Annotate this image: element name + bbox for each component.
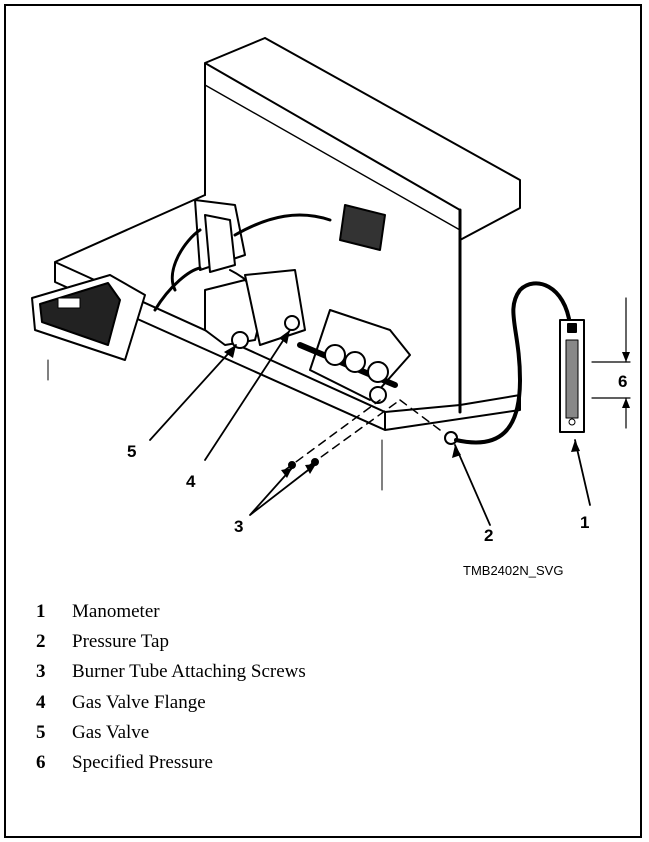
legend-number: 4 <box>36 691 46 713</box>
legend-text: Specified Pressure <box>72 752 213 774</box>
callout-4: 4 <box>186 472 196 491</box>
legend-item: 2 Pressure Tap <box>36 627 306 657</box>
legend-number: 3 <box>36 661 46 683</box>
legend-item: 3 Burner Tube Attaching Screws <box>36 657 306 687</box>
legend-text: Gas Valve <box>72 721 150 743</box>
legend-text: Manometer <box>72 601 160 623</box>
callout-1: 1 <box>580 513 589 532</box>
callout-5: 5 <box>127 442 136 461</box>
callout-6: 6 <box>618 372 627 391</box>
legend-item: 5 Gas Valve <box>36 718 306 748</box>
legend-number: 2 <box>36 631 46 653</box>
figure-frame <box>4 4 642 838</box>
callout-2: 2 <box>484 526 493 545</box>
legend-item: 4 Gas Valve Flange <box>36 688 306 718</box>
legend-number: 6 <box>36 752 46 774</box>
legend-number: 1 <box>36 601 46 623</box>
legend-text: Pressure Tap <box>72 631 169 653</box>
figure-code: TMB2402N_SVG <box>463 563 564 578</box>
callout-3: 3 <box>234 517 243 536</box>
legend-list: 1 Manometer 2 Pressure Tap 3 Burner Tube At… <box>36 597 306 778</box>
legend-number: 5 <box>36 721 46 743</box>
legend-text: Burner Tube Attaching Screws <box>72 661 306 683</box>
legend-text: Gas Valve Flange <box>72 691 206 713</box>
legend-item: 6 Specified Pressure <box>36 748 306 778</box>
legend-item: 1 Manometer <box>36 597 306 627</box>
